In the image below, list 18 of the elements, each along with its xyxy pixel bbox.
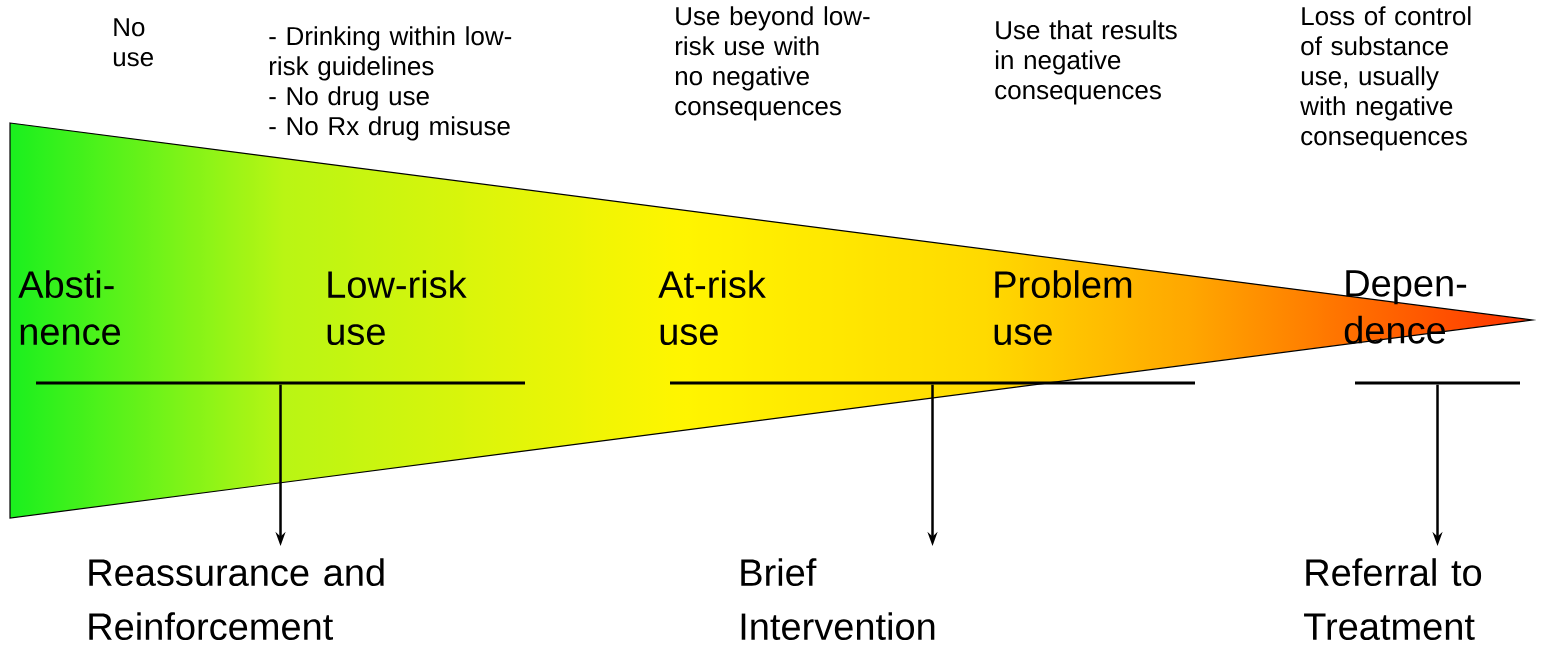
bracket-line [1355, 381, 1520, 385]
stage-label: Depen- dence [1344, 270, 1467, 344]
description-text: - No drug use [269, 86, 429, 111]
description-text: - Drinking within low-risk guidelines [269, 26, 512, 81]
stage-label: Absti- nence [18, 270, 121, 346]
intervention-label: Referral to Treatment [1304, 558, 1482, 641]
description-text: Use that results in negative consequences [995, 20, 1177, 105]
description-text: - No Rx drug misuse [269, 116, 510, 141]
description-text: Use beyond low-risk use with no negative consequences [675, 6, 870, 121]
stage-label: Problem use [994, 270, 1132, 346]
intervention-label: Reassurance and Reinforcement [89, 558, 384, 641]
stage-label: Low-risk use [327, 270, 467, 346]
stage-label: At-risk use [658, 270, 766, 346]
description-text: Loss of control of substance use, usually with negative consequences [1300, 6, 1471, 151]
description-text: No use [113, 18, 153, 67]
bracket-line [36, 381, 525, 385]
intervention-label: Brief Intervention [741, 558, 935, 641]
bracket-line [670, 381, 1195, 385]
